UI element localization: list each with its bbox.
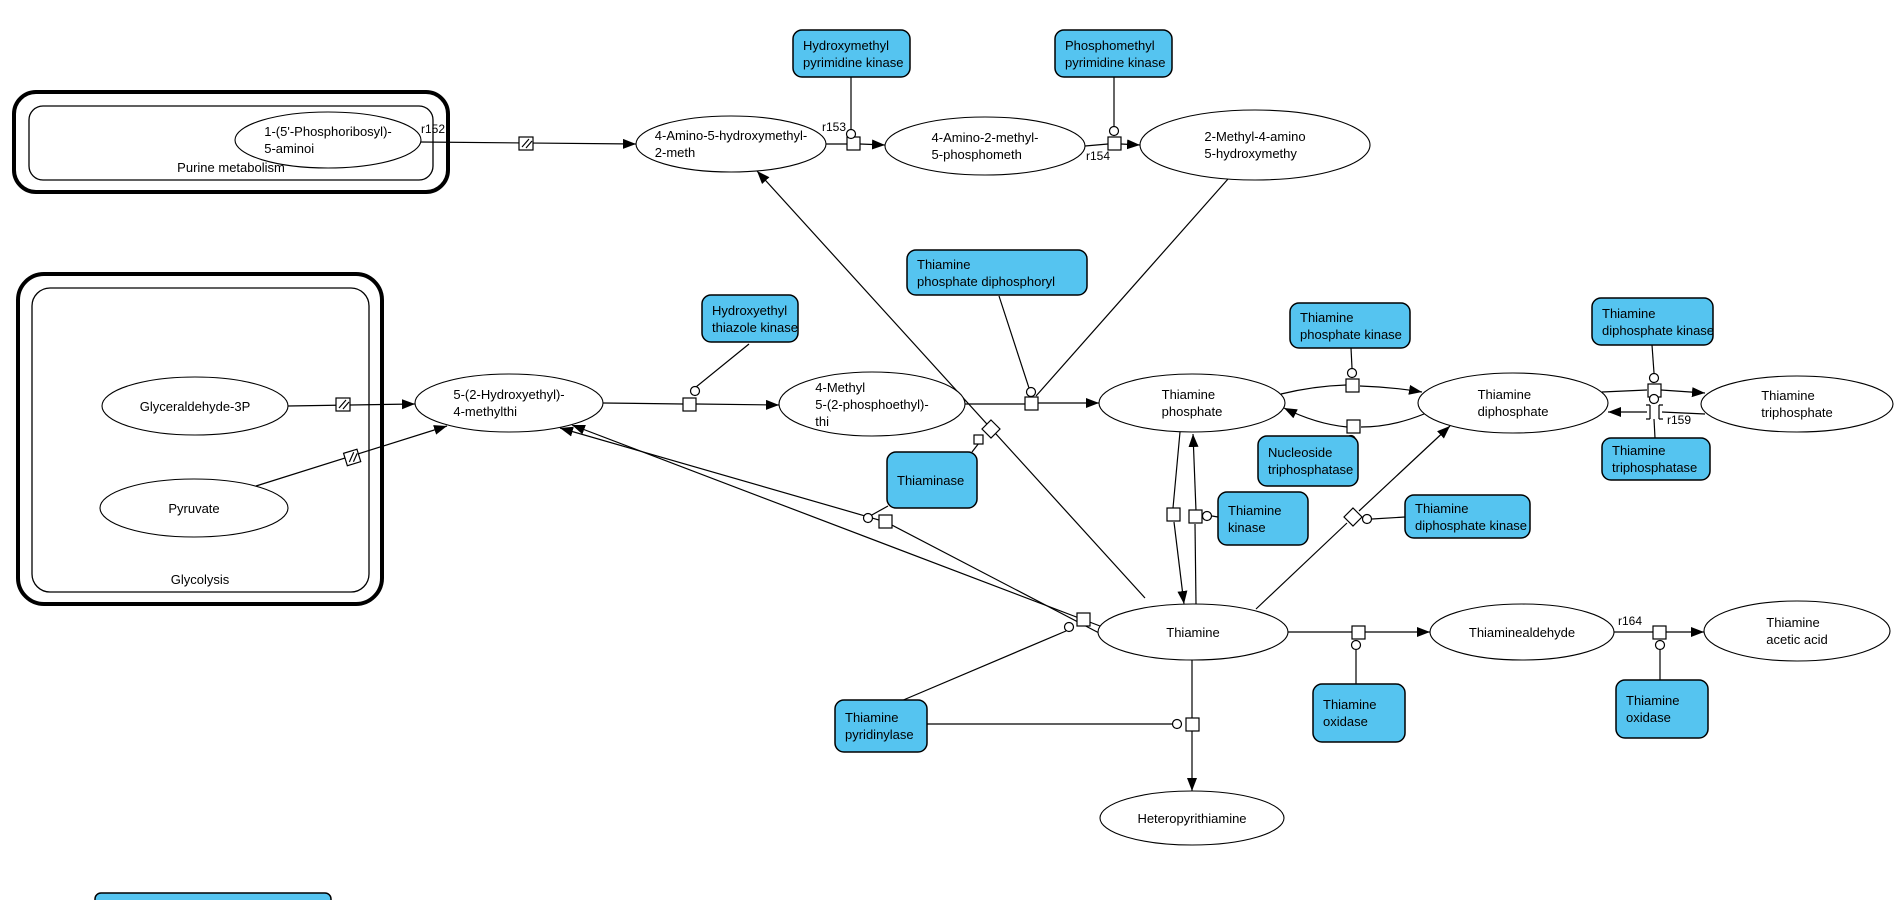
label-line: Thiamine xyxy=(917,256,971,272)
label-line: pyrimidine kinase xyxy=(1065,54,1166,70)
label-line: Hydroxymethyl xyxy=(803,37,889,53)
compartment-label-purine-metabolism: Purine metabolism xyxy=(177,160,285,175)
species-thiamine-diphosphate[interactable]: Thiamine diphosphate xyxy=(1418,373,1608,433)
species-thiamine-triphosphate[interactable]: Thiamine triphosphate xyxy=(1701,376,1893,432)
reaction-label-r154: r154 xyxy=(1086,149,1111,163)
label-line: 5-phosphometh xyxy=(931,147,1022,162)
label-line: oxidase xyxy=(1626,710,1671,725)
species-phosphoribosyl-aminoi[interactable]: 1-(5'-Phosphoribosyl)- 5-aminoi xyxy=(235,112,421,168)
label-line: Pyruvate xyxy=(168,500,220,516)
label-line: Heteropyrithiamine xyxy=(1137,810,1247,826)
label-line: 4-Methyl xyxy=(815,379,866,395)
enzyme-thiamine-phosphate-kinase[interactable]: Thiamine phosphate kinase xyxy=(1290,303,1410,348)
species-2-methyl-4-amino[interactable]: 2-Methyl-4-amino 5-hydroxymethy xyxy=(1140,110,1370,180)
label-line: 4-Amino-5-hydroxymethyl- xyxy=(654,128,808,143)
enzyme-phosphomethyl-pyrimidine-kinase[interactable]: Phosphomethyl pyrimidine kinase xyxy=(1055,30,1172,77)
label-line: phosphate xyxy=(1161,404,1223,419)
species-4-amino-2-methyl[interactable]: 4-Amino-2-methyl- 5-phosphometh xyxy=(885,117,1085,175)
label-line: thi xyxy=(815,413,829,429)
species-pyruvate[interactable]: Pyruvate xyxy=(100,479,288,537)
species-thiaminealdehyde[interactable]: Thiaminealdehyde xyxy=(1430,604,1614,660)
label-line: Phosphomethyl xyxy=(1065,37,1155,53)
association-diamond-icon xyxy=(973,419,1001,445)
label-line: diphosphate kinase xyxy=(1415,517,1528,533)
enzyme-nucleoside-triphosphatase[interactable]: Nucleoside triphosphatase xyxy=(1258,436,1358,486)
label-line: diphosphate xyxy=(1477,404,1549,419)
enzyme-thiamine-kinase[interactable]: Thiamine kinase xyxy=(1218,492,1308,545)
reaction-label-r153: r153 xyxy=(822,120,847,134)
enzyme-shapes[interactable] xyxy=(94,29,1714,900)
label-line: Thiamine xyxy=(1761,388,1815,403)
enzyme-thiamine-oxidase-right[interactable]: Thiamine oxidase xyxy=(1616,680,1708,738)
label-line: 4-Amino-2-methyl- xyxy=(931,130,1039,145)
label-line: Thiamine xyxy=(1612,443,1666,458)
reaction-label-r152: r152 xyxy=(421,122,446,136)
species-5-2-hydroxyethyl[interactable]: 5-(2-Hydroxyethyl)- 4-methylthi xyxy=(415,374,603,432)
partial-box-bottom xyxy=(94,892,332,900)
enzyme-thiamine-oxidase-left[interactable]: Thiamine oxidase xyxy=(1313,684,1405,742)
species-glyceraldehyde-3p[interactable]: Glyceraldehyde-3P xyxy=(102,377,288,435)
label-line: Thiamine xyxy=(845,710,899,725)
species-heteropyrithiamine[interactable]: Heteropyrithiamine xyxy=(1100,791,1284,845)
species-4-amino-5-hydroxymethyl[interactable]: 4-Amino-5-hydroxymethyl- 2-meth xyxy=(636,116,826,172)
compartment-glycolysis[interactable] xyxy=(16,272,384,606)
label-line: Thiamine xyxy=(1161,387,1216,402)
label-line: triphosphatase xyxy=(1612,460,1698,475)
enzyme-hydroxymethyl-pyrimidine-kinase[interactable]: Hydroxymethyl pyrimidine kinase xyxy=(793,30,910,77)
label-line: phosphate diphosphoryl xyxy=(917,273,1056,289)
label-line: 1-(5'-Phosphoribosyl)- xyxy=(264,124,392,139)
label-line: 5-(2-phosphoethyl)- xyxy=(815,396,929,412)
label-line: Thiamine xyxy=(1415,500,1469,516)
species-thiamine-phosphate[interactable]: Thiamine phosphate xyxy=(1099,374,1285,432)
label-line: Hydroxyethyl xyxy=(712,302,788,318)
label-line: kinase xyxy=(1228,519,1266,535)
label-line: pyridinylase xyxy=(845,727,914,742)
reaction-label-r164: r164 xyxy=(1618,614,1643,628)
enzyme-thiamine-diphosphate-kinase-top[interactable]: Thiamine diphosphate kinase xyxy=(1592,298,1715,345)
label-line: 5-(2-Hydroxyethyl)- xyxy=(453,387,565,402)
enzyme-thiaminase[interactable]: Thiaminase xyxy=(887,452,977,508)
label-line: 5-aminoi xyxy=(264,141,315,156)
label-line: 2-meth xyxy=(654,145,696,160)
species-thiamine[interactable]: Thiamine xyxy=(1098,604,1288,660)
label-line: 4-methylthi xyxy=(453,404,517,419)
association-diamond-icon xyxy=(1343,507,1373,527)
label-line: Thiamine xyxy=(1166,624,1220,640)
label-line: oxidase xyxy=(1323,714,1368,729)
label-line: 2-Methyl-4-amino xyxy=(1204,129,1306,144)
label-line: pyrimidine kinase xyxy=(803,54,904,70)
label-line: Thiamine xyxy=(1626,693,1680,708)
enzyme-thiamine-diphosphate-kinase-mid[interactable]: Thiamine diphosphate kinase xyxy=(1405,495,1530,538)
compartment-label-glycolysis: Glycolysis xyxy=(170,572,230,587)
enzyme-thiamine-pyridinylase[interactable]: Thiamine pyridinylase xyxy=(835,700,927,752)
species-4-methyl-5-phosphoethyl[interactable]: 4-Methyl 5-(2-phosphoethyl)- thi xyxy=(779,372,965,436)
enzyme-hydroxyethyl-thiazole-kinase[interactable]: Hydroxyethyl thiazole kinase xyxy=(702,295,798,342)
label-line: 5-hydroxymethy xyxy=(1204,146,1297,161)
membrane-crossing-icon xyxy=(335,136,534,467)
label-line: acetic acid xyxy=(1766,632,1828,647)
species-thiamine-acetic-acid[interactable]: Thiamine acetic acid xyxy=(1704,601,1890,661)
label-line: diphosphate kinase xyxy=(1602,322,1715,338)
reaction-label-r159: r159 xyxy=(1667,413,1692,427)
label-line: Thiamine xyxy=(1228,502,1282,518)
label-line: Thiamine xyxy=(1323,697,1377,712)
label-line: thiazole kinase xyxy=(712,319,798,335)
reaction-nodes[interactable] xyxy=(335,125,1667,732)
label-line: Thiaminealdehyde xyxy=(1468,624,1576,640)
enzyme-thiamine-phosphate-diphosphoryl[interactable]: Thiamine phosphate diphosphoryl xyxy=(907,250,1087,295)
reaction-edges xyxy=(255,77,1706,791)
label-line: Glyceraldehyde-3P xyxy=(139,398,251,414)
label-line: triphosphatase xyxy=(1268,462,1354,477)
label-line: Thiamine xyxy=(1477,387,1532,402)
label-line: Thiamine xyxy=(1766,615,1820,630)
species-shapes[interactable] xyxy=(99,109,1894,846)
label-line: Thiamine xyxy=(1602,305,1656,321)
label-line: triphosphate xyxy=(1761,405,1833,420)
label-line: Thiaminase xyxy=(897,472,965,488)
enzyme-thiamine-triphosphatase[interactable]: Thiamine triphosphatase xyxy=(1602,438,1710,480)
truncation-icon xyxy=(1646,393,1663,420)
label-line: Nucleoside xyxy=(1268,445,1333,460)
label-line: Thiamine xyxy=(1300,309,1354,325)
label-line: phosphate kinase xyxy=(1300,326,1402,342)
